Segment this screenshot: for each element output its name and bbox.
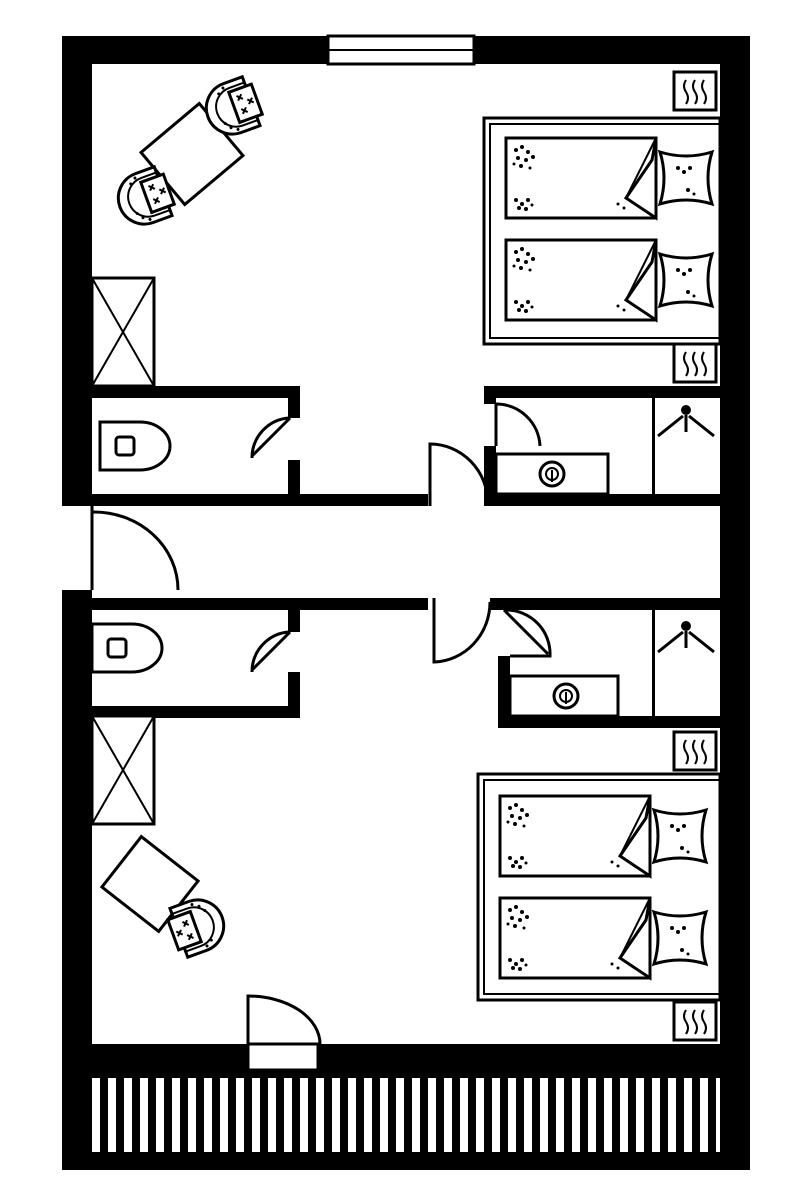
- baluster: [612, 1078, 620, 1152]
- balcony-railing: [100, 1078, 716, 1152]
- baluster: [452, 1078, 460, 1152]
- door-shower-lower[interactable]: [502, 608, 552, 658]
- baluster: [212, 1078, 220, 1152]
- window-top: [326, 34, 476, 66]
- baluster: [372, 1078, 380, 1152]
- baluster: [116, 1078, 124, 1152]
- baluster: [308, 1078, 316, 1152]
- baluster: [580, 1078, 588, 1152]
- baluster: [324, 1078, 332, 1152]
- balcony: [92, 1070, 720, 1170]
- baluster: [500, 1078, 508, 1152]
- radiator-icon: [672, 70, 718, 112]
- baluster: [100, 1078, 108, 1152]
- toilet-icon: [98, 420, 172, 472]
- baluster: [132, 1078, 140, 1152]
- door-balcony[interactable]: [246, 994, 322, 1072]
- baluster: [420, 1078, 428, 1152]
- baluster: [468, 1078, 476, 1152]
- baluster: [180, 1078, 188, 1152]
- baluster: [276, 1078, 284, 1152]
- baluster: [692, 1078, 700, 1152]
- radiator-icon: [672, 1000, 718, 1042]
- baluster: [356, 1078, 364, 1152]
- shower-icon: [656, 619, 716, 654]
- bedroom-upper: [90, 70, 722, 388]
- baluster: [228, 1078, 236, 1152]
- baluster: [628, 1078, 636, 1152]
- baluster: [164, 1078, 172, 1152]
- wardrobe-icon: [90, 276, 156, 388]
- baluster: [196, 1078, 204, 1152]
- baluster: [548, 1078, 556, 1152]
- door-wc-lower[interactable]: [250, 630, 292, 673]
- door-shower-upper[interactable]: [494, 402, 542, 447]
- door-hall-lower[interactable]: [432, 598, 492, 664]
- baluster: [244, 1078, 252, 1152]
- baluster: [436, 1078, 444, 1152]
- interior-walls: [92, 386, 720, 728]
- door-hall-upper[interactable]: [428, 442, 490, 506]
- baluster: [532, 1078, 540, 1152]
- sink-icon: [538, 460, 566, 488]
- baluster: [404, 1078, 412, 1152]
- shower-icon: [656, 403, 716, 438]
- baluster: [516, 1078, 524, 1152]
- baluster: [260, 1078, 268, 1152]
- bedroom-lower: [90, 714, 722, 1042]
- baluster: [708, 1078, 716, 1152]
- baluster: [644, 1078, 652, 1152]
- radiator-icon: [672, 342, 718, 384]
- baluster: [660, 1078, 668, 1152]
- wardrobe-icon: [90, 714, 156, 826]
- sink-icon: [552, 682, 580, 710]
- baluster: [292, 1078, 300, 1152]
- baluster: [148, 1078, 156, 1152]
- radiator-icon: [672, 730, 718, 772]
- baluster: [564, 1078, 572, 1152]
- baluster: [484, 1078, 492, 1152]
- baluster: [340, 1078, 348, 1152]
- baluster: [388, 1078, 396, 1152]
- exterior-walls: [62, 36, 750, 1170]
- door-wc-upper[interactable]: [250, 416, 292, 459]
- baluster: [676, 1078, 684, 1152]
- door-entrance[interactable]: [90, 506, 180, 591]
- toilet-icon: [90, 622, 164, 674]
- baluster: [596, 1078, 604, 1152]
